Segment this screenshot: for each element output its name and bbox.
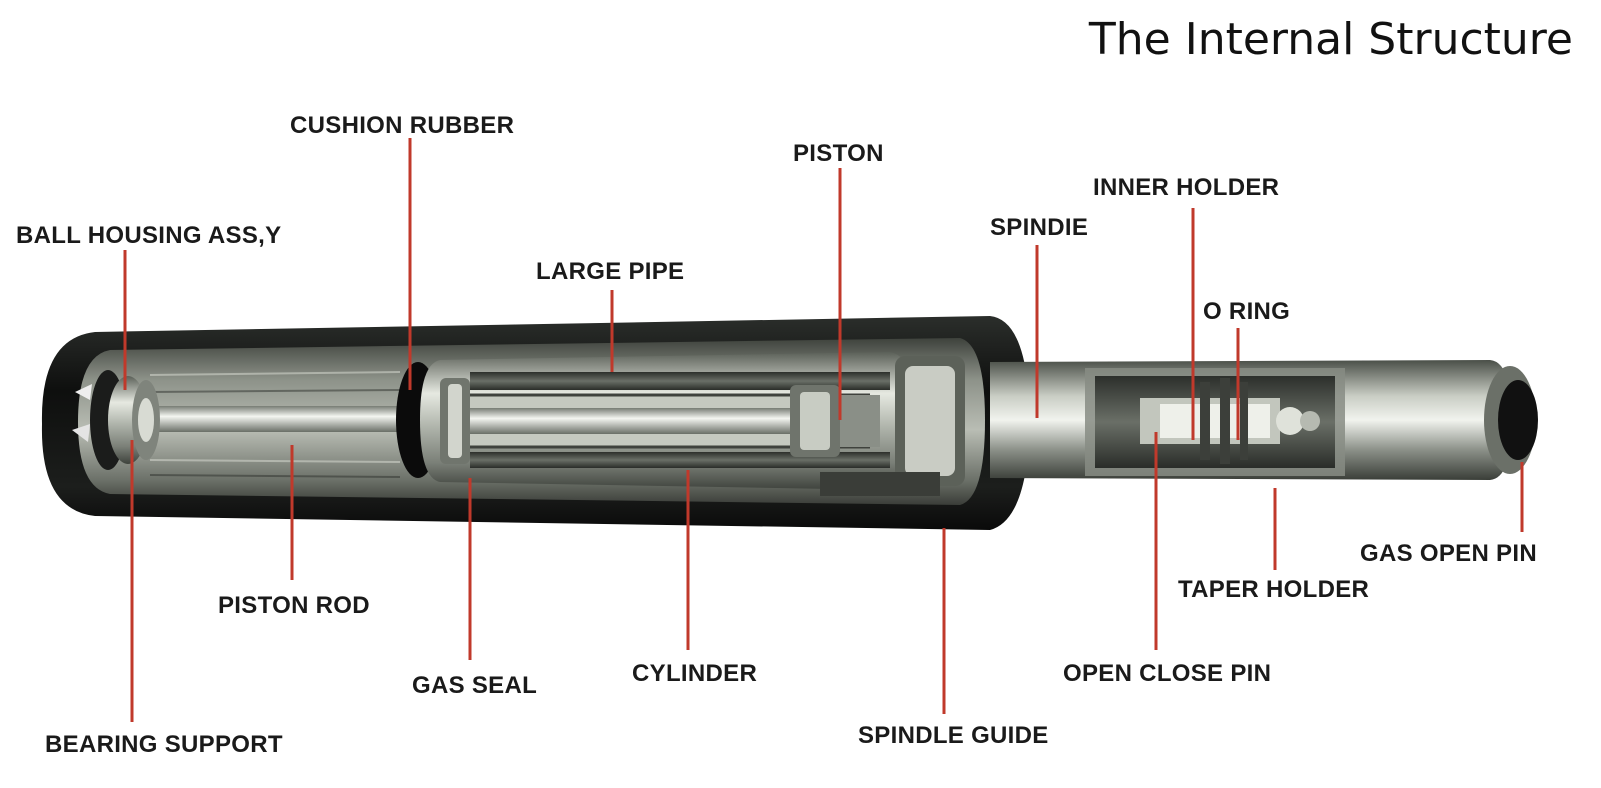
valve-assembly <box>1140 378 1320 464</box>
ball-housing-assembly <box>72 370 160 470</box>
leader-lines <box>123 138 1524 722</box>
label-taper-holder: TAPER HOLDER <box>1178 576 1370 603</box>
label-piston-rod: PISTON ROD <box>218 592 370 619</box>
label-open-close-pin: OPEN CLOSE PIN <box>1063 660 1272 687</box>
label-piston: PISTON <box>793 140 884 167</box>
label-inner-holder: INNER HOLDER <box>1093 174 1280 201</box>
label-spindie: SPINDIE <box>990 214 1089 241</box>
label-gas-seal: GAS SEAL <box>412 672 538 699</box>
label-gas-open-pin: GAS OPEN PIN <box>1360 540 1537 567</box>
label-o-ring: O RING <box>1203 298 1291 325</box>
piston-rod <box>120 406 450 432</box>
spindle-guide <box>820 356 965 496</box>
page-title: The Internal Structure <box>1088 14 1573 65</box>
label-spindle-guide: SPINDLE GUIDE <box>858 722 1049 749</box>
label-cushion-rubber: CUSHION RUBBER <box>290 112 515 139</box>
label-ball-housing: BALL HOUSING ASS,Y <box>16 222 282 249</box>
gas-open-pin <box>1484 366 1538 474</box>
label-cylinder: CYLINDER <box>632 660 758 687</box>
piston <box>790 385 880 457</box>
label-large-pipe: LARGE PIPE <box>536 258 685 285</box>
label-bearing-support: BEARING SUPPORT <box>45 731 283 758</box>
